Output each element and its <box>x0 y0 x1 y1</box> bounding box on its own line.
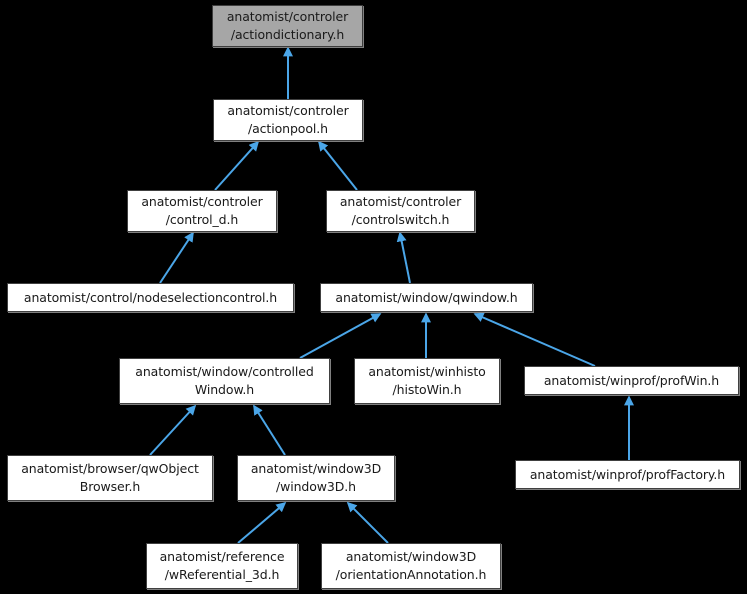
graph-node-orientationAnnotation[interactable]: anatomist/window3D /orientationAnnotatio… <box>321 543 501 589</box>
graph-node-controlswitch[interactable]: anatomist/controler /controlswitch.h <box>326 190 475 232</box>
graph-node-control_d[interactable]: anatomist/controler /control_d.h <box>127 190 277 232</box>
graph-node-actiondictionary[interactable]: anatomist/controler /actiondictionary.h <box>212 5 363 47</box>
graph-node-profWin[interactable]: anatomist/winprof/profWin.h <box>524 366 739 395</box>
graph-node-controlledWindow[interactable]: anatomist/window/controlled Window.h <box>119 358 330 404</box>
graph-edge-controlswitch-to-actionpool <box>318 140 358 191</box>
graph-node-histoWin[interactable]: anatomist/winhisto /histoWin.h <box>354 358 500 404</box>
graph-node-wReferential_3d[interactable]: anatomist/reference /wReferential_3d.h <box>146 543 298 589</box>
graph-edge-control_d-to-actionpool <box>214 140 260 191</box>
graph-edge-qwObjectBrowser-to-controlledWindow <box>149 404 197 456</box>
graph-edge-window3D-to-controlledWindow <box>253 404 286 456</box>
graph-node-qwindow[interactable]: anatomist/window/qwindow.h <box>320 283 533 312</box>
graph-edge-controlledWindow-to-qwindow <box>299 313 382 359</box>
graph-edge-qwindow-to-controlswitch <box>396 231 411 284</box>
graph-edge-wReferential_3d-to-window3D <box>237 501 287 544</box>
graph-node-window3D[interactable]: anatomist/window3D /window3D.h <box>237 455 395 501</box>
graph-node-nodeselectioncontrol[interactable]: anatomist/control/nodeselectioncontrol.h <box>7 283 294 312</box>
graph-node-qwObjectBrowser[interactable]: anatomist/browser/qwObject Browser.h <box>7 455 213 501</box>
graph-edge-orientationAnnotation-to-window3D <box>346 501 389 544</box>
graph-edge-nodeselectioncontrol-to-control_d <box>159 231 194 284</box>
graph-node-profFactory[interactable]: anatomist/winprof/profFactory.h <box>515 460 740 489</box>
graph-node-actionpool[interactable]: anatomist/controler /actionpool.h <box>213 99 363 141</box>
